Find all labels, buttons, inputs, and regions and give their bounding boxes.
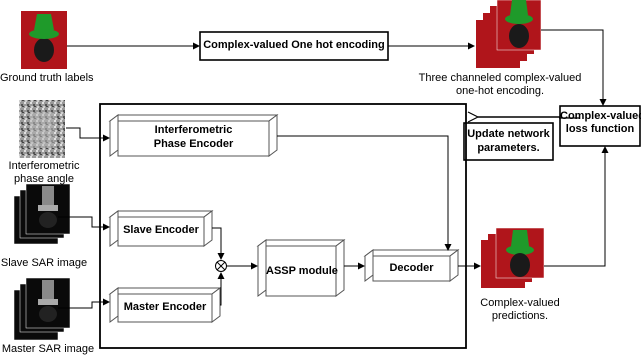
predictions-image xyxy=(481,227,545,288)
ground-truth-label: Ground truth labels xyxy=(0,72,94,84)
interferometric-encoder-block xyxy=(108,114,279,157)
predictions-label-line2: predictions. xyxy=(491,310,549,322)
connectors xyxy=(58,29,609,309)
one-hot-encoding-label: Complex-valued One hot encoding xyxy=(203,39,385,51)
slave-encoder-label: Slave Encoder xyxy=(123,224,199,236)
master-sar-image xyxy=(13,277,71,341)
master-encoder-block xyxy=(108,287,222,323)
interferometric-phase-image xyxy=(19,100,65,158)
slave-sar-image xyxy=(13,183,71,245)
update-parameters-label-line2: parameters. xyxy=(477,142,540,154)
slave-sar-label: Slave SAR image xyxy=(0,257,88,269)
multiply-operator xyxy=(215,260,227,272)
interferometric-encoder-label-line1: Interferometric xyxy=(154,124,233,136)
assp-module-label: ASSP module xyxy=(266,265,338,277)
three-channel-label-line1: Three channeled complex-valued xyxy=(418,72,582,84)
one-hot-encoding-box xyxy=(199,31,389,61)
loss-function-label-line2: loss function xyxy=(565,123,635,135)
update-parameters-box xyxy=(463,122,554,161)
decoder-block xyxy=(363,249,460,282)
slave-encoder-block xyxy=(108,210,214,247)
predictions-label-line1: Complex-valued xyxy=(480,297,560,309)
master-encoder-label: Master Encoder xyxy=(123,301,207,313)
ground-truth-image xyxy=(21,11,67,69)
three-channel-encoding-image xyxy=(476,0,542,68)
assp-module-block xyxy=(256,239,346,297)
network-frame xyxy=(99,103,467,349)
decoder-label: Decoder xyxy=(389,262,434,274)
interferometric-encoder-label-line2: Phase Encoder xyxy=(153,138,234,150)
loss-function-box xyxy=(559,105,641,147)
master-sar-label: Master SAR image xyxy=(1,343,95,355)
three-channel-label-line2: one-hot encoding. xyxy=(455,85,545,97)
loss-function-label-line1: Complex-valued xyxy=(560,110,641,122)
interferometric-angle-label-line2: phase angle xyxy=(14,173,74,185)
update-parameters-label-line1: Update network xyxy=(467,128,550,140)
interferometric-angle-label-line1: Interferometric xyxy=(8,160,80,172)
